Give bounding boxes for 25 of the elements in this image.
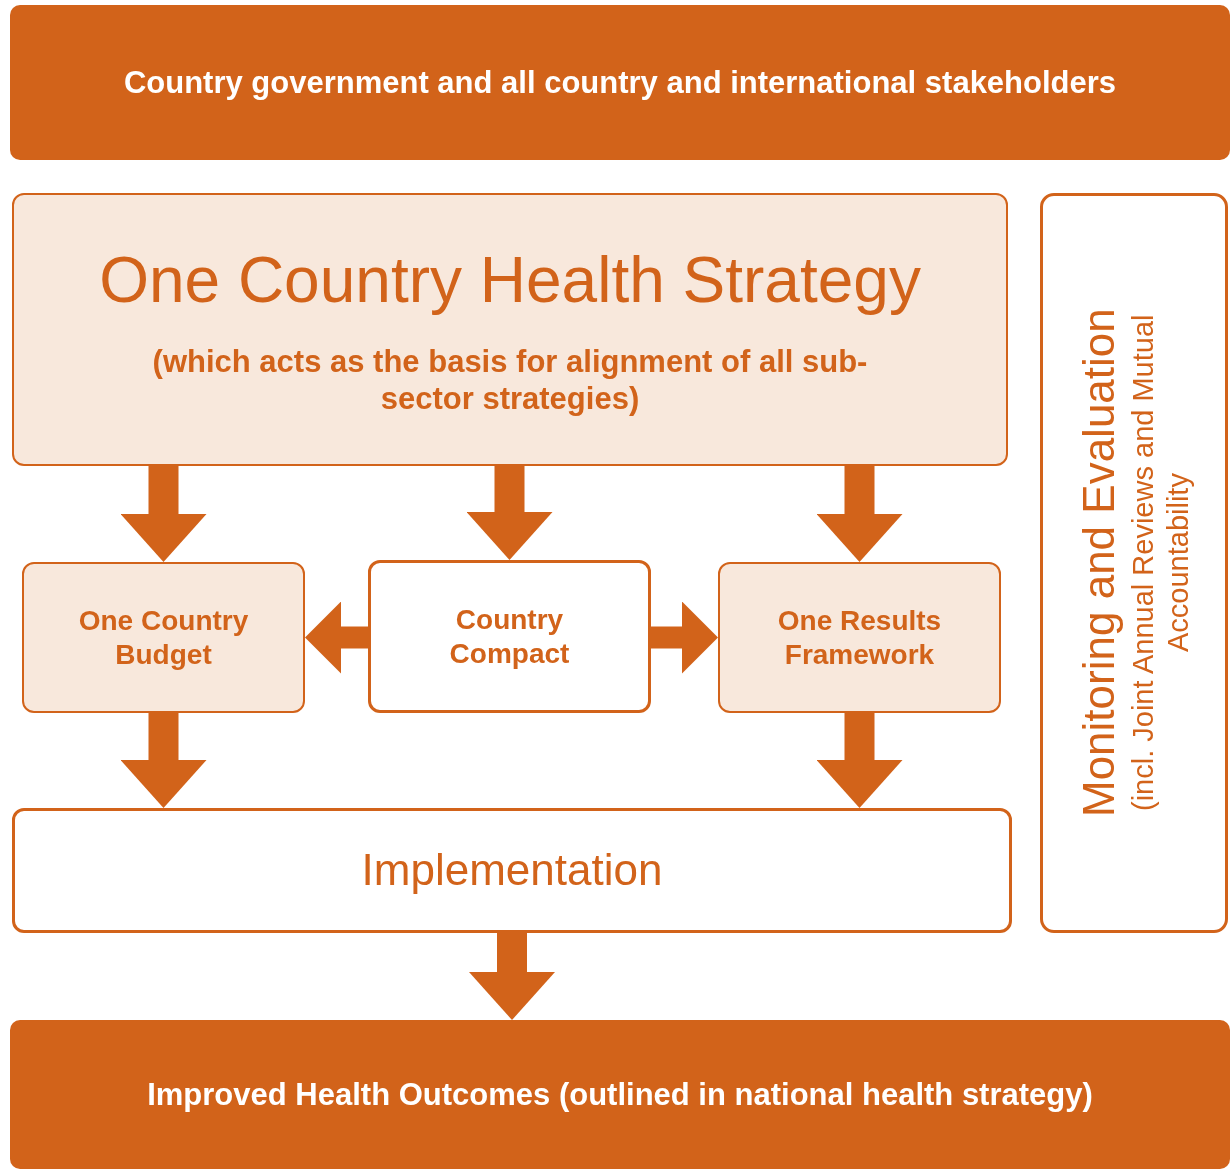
strategy-title: One Country Health Strategy xyxy=(99,242,921,318)
budget-label: One Country Budget xyxy=(77,603,250,672)
outcome-text: Improved Health Outcomes (outlined in national health strategy) xyxy=(147,1075,1093,1114)
strategy-subtitle: (which acts as the basis for alignment of all sub-sector strategies) xyxy=(151,342,869,418)
block-arrow xyxy=(466,466,553,560)
implementation-box xyxy=(12,808,1012,933)
block-arrow xyxy=(120,466,207,562)
compact-label: Country Compact xyxy=(448,602,571,671)
budget-box xyxy=(22,562,305,713)
strategy-box xyxy=(12,193,1008,466)
monitoring-panel xyxy=(1040,193,1228,933)
block-arrow xyxy=(816,713,903,808)
results-label: One Results Framework xyxy=(776,603,943,672)
header-text: Country government and all country and international stakeholders xyxy=(123,63,1117,102)
block-arrow xyxy=(651,601,718,674)
compact-box xyxy=(368,560,651,713)
block-arrow xyxy=(120,713,207,808)
block-arrow xyxy=(816,466,903,562)
block-arrow xyxy=(305,601,368,674)
implementation-label: Implementation xyxy=(361,844,663,897)
monitoring-subtitle: (incl. Joint Annual Reviews and Mutual Accountability xyxy=(1125,313,1195,814)
outcome-band xyxy=(10,1020,1230,1169)
header-band xyxy=(10,5,1230,160)
results-box xyxy=(718,562,1001,713)
monitoring-title: Monitoring and Evaluation xyxy=(1072,308,1124,818)
